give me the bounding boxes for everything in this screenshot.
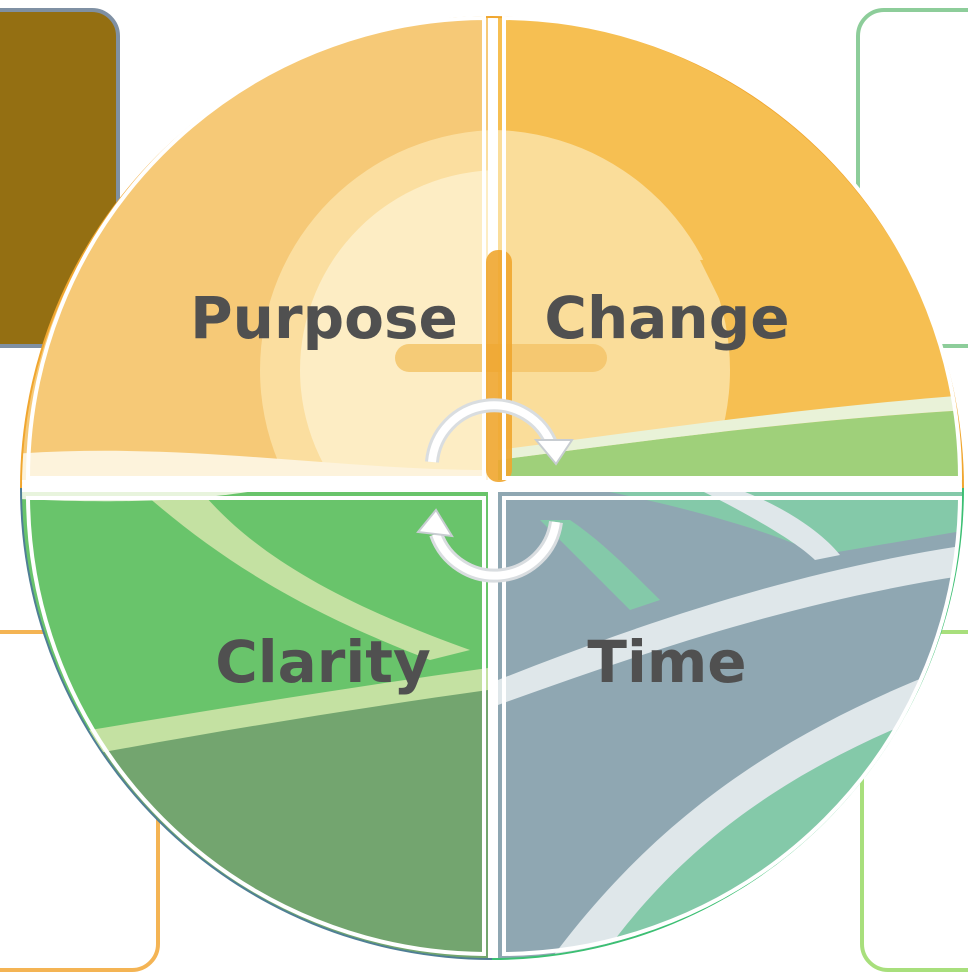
label-change: Change xyxy=(544,284,789,352)
label-purpose: Purpose xyxy=(190,284,458,352)
label-clarity: Clarity xyxy=(215,628,431,696)
cycle-arrows-icon xyxy=(416,398,574,583)
quadrant-outlines xyxy=(25,15,963,957)
label-time: Time xyxy=(587,628,746,696)
